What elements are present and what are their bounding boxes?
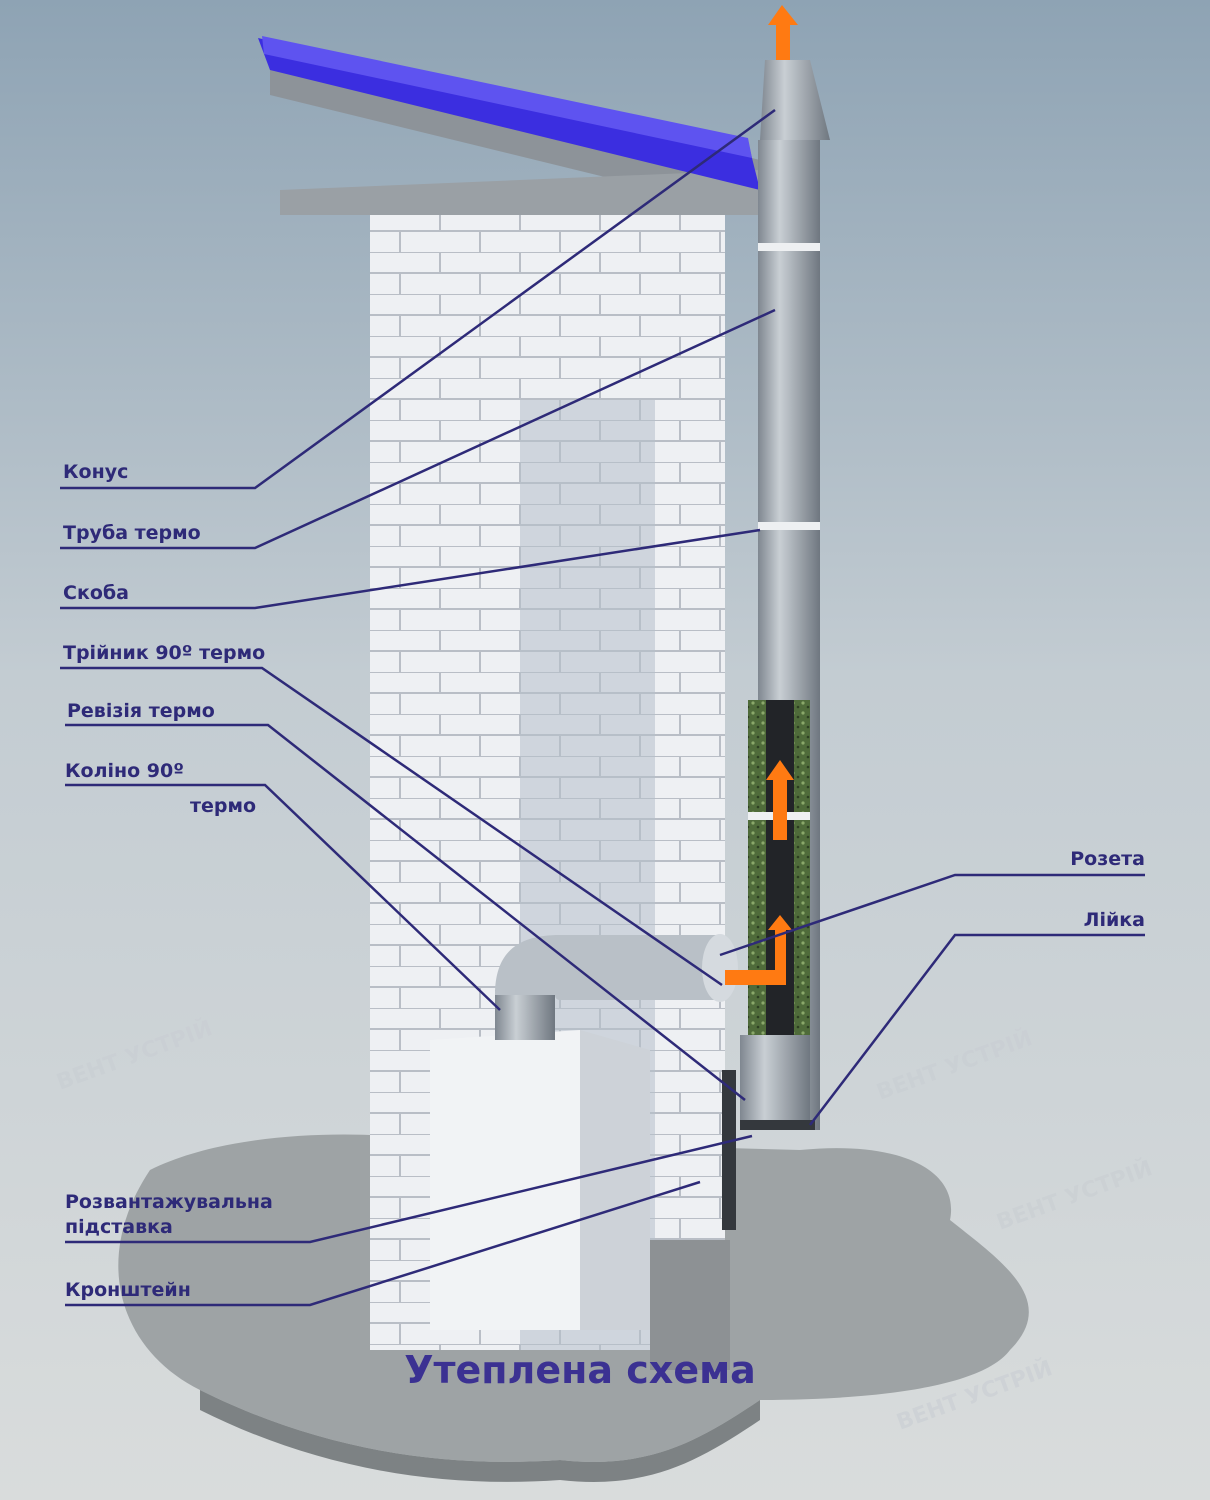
roof — [258, 36, 760, 215]
diagram-title: Утеплена схема — [404, 1348, 756, 1392]
wall-bracket — [722, 1070, 736, 1230]
wall-plinth — [650, 1240, 730, 1370]
label-pipe: Труба термо — [63, 522, 201, 544]
slab-edge — [200, 1390, 760, 1482]
leader-lines — [60, 108, 1145, 1307]
flow-arrows — [725, 5, 798, 985]
label-elbow-2: термо — [190, 795, 256, 817]
arrow-up-icon — [768, 5, 798, 60]
brick-wall-side — [655, 210, 725, 1350]
support-plate — [740, 1120, 815, 1130]
label-tee: Трійник 90º термо — [63, 642, 265, 664]
label-clamp: Скоба — [63, 582, 129, 604]
label-support-2: підставка — [65, 1216, 173, 1238]
chimney-pipe — [722, 60, 830, 1230]
label-bracket: Кронштейн — [65, 1279, 191, 1301]
label-support: Розвантажувальна — [65, 1191, 273, 1213]
arrow-up-icon — [766, 760, 794, 840]
arrow-up-icon — [725, 915, 792, 985]
label-funnel: Лійка — [1084, 909, 1145, 931]
label-rosette: Розета — [1070, 848, 1145, 870]
label-elbow: Коліно 90º — [65, 760, 184, 782]
label-revision: Ревізія термо — [67, 700, 215, 722]
boiler — [430, 1030, 650, 1330]
label-cone: Конус — [63, 461, 128, 483]
